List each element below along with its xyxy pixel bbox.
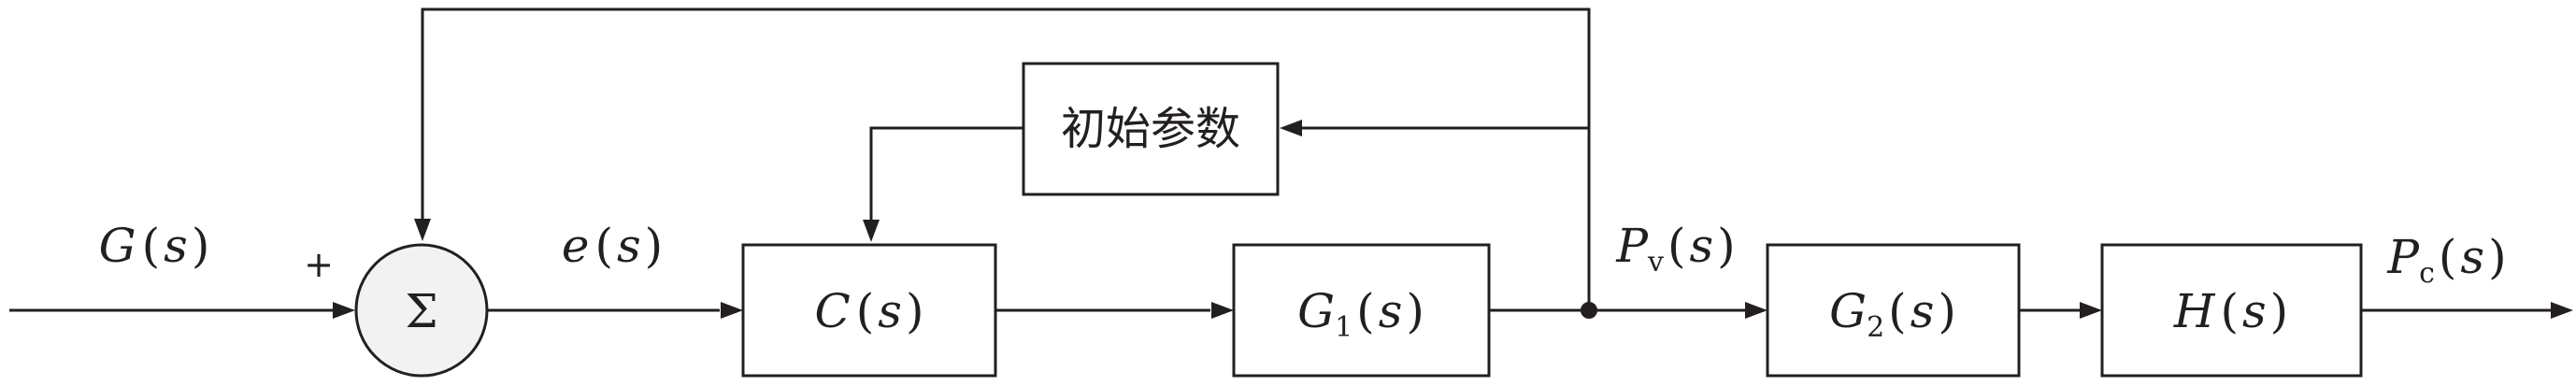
g2-to-h-arrowhead [2080, 302, 2102, 319]
h-block [2100, 243, 2363, 378]
g2-block [1766, 243, 2021, 378]
init-params-block [1022, 62, 1280, 196]
outer-feedback-arrowhead [414, 219, 431, 241]
controller-label: C(s) [815, 284, 924, 338]
g1-label: G1(s) [1297, 284, 1424, 344]
sum-symbol: Σ [405, 284, 437, 338]
plus-sign: + [304, 244, 334, 285]
outer-feedback-line [421, 7, 1591, 310]
input-arrowhead [333, 302, 355, 319]
h-label: H(s) [2173, 284, 2288, 338]
input-signal-label: G(s) [99, 219, 210, 273]
error-arrowhead [721, 302, 743, 319]
pv-signal-label: Pv(s) [1615, 219, 1735, 279]
pc-signal-label: Pc(s) [2386, 230, 2506, 290]
output-arrowhead [2551, 302, 2573, 319]
init-params-label: 初始参数 [1061, 103, 1240, 155]
c-to-g1-arrowhead [1211, 302, 1234, 319]
g2-label: G2(s) [1829, 284, 1956, 344]
summing-junction [354, 243, 489, 378]
controller-block [741, 243, 997, 378]
g1-to-g2-arrowhead [1745, 302, 1767, 319]
init-to-controller-arrowhead [863, 220, 880, 242]
error-signal-label: e(s) [562, 219, 663, 273]
junction-dot [1581, 302, 1597, 319]
init-feedback-arrowhead [1280, 120, 1302, 136]
init-to-controller-line [869, 126, 1023, 222]
g1-block [1232, 243, 1491, 378]
